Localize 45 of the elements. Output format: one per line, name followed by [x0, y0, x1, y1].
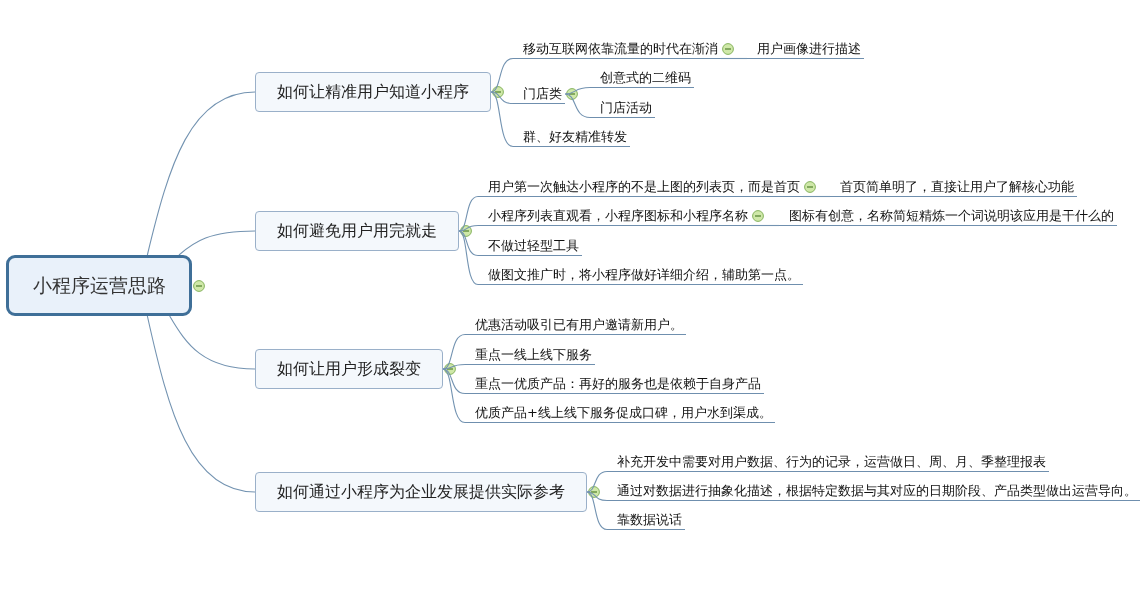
- main-topic: 如何让精准用户知道小程序: [255, 72, 491, 112]
- subtopic: 优惠活动吸引已有用户邀请新用户。: [465, 315, 686, 335]
- branch-line: [442, 368, 466, 424]
- subtopic: 重点一优质产品：再好的服务也是依赖于自身产品: [465, 374, 764, 394]
- branch-line: [458, 195, 479, 232]
- subtopic: 重点一线上线下服务: [465, 345, 595, 365]
- subtopic: 小程序列表直观看，小程序图标和小程序名称: [478, 206, 751, 226]
- branch-line: [586, 491, 608, 502]
- subtopic: 补充开发中需要对用户数据、行为的记录，运营做日、周、月、季整理报表: [607, 452, 1049, 472]
- subtopic: 优质产品+线上线下服务促成口碑，用户水到渠成。: [465, 403, 775, 423]
- main-topic: 如何避免用户用完就走: [255, 211, 459, 251]
- branch-line: [458, 230, 479, 257]
- subtopic: 通过对数据进行抽象化描述，根据特定数据与其对应的日期阶段、产品类型做出运营导向。: [607, 481, 1140, 501]
- subtopic: 移动互联网依靠流量的时代在渐消: [513, 39, 721, 59]
- main-topic: 如何让用户形成裂变: [255, 349, 443, 389]
- subtopic: 用户画像进行描述: [747, 39, 864, 59]
- branch-line: [586, 470, 608, 493]
- subtopic: 门店活动: [590, 98, 655, 118]
- subtopic: 首页简单明了，直接让用户了解核心功能: [830, 177, 1077, 197]
- branch-line: [146, 91, 256, 256]
- branch-line: [802, 195, 831, 198]
- subtopic: 靠数据说话: [607, 510, 685, 530]
- branch-line: [169, 315, 256, 370]
- branch-line: [750, 224, 780, 227]
- branch-line: [564, 93, 591, 119]
- subtopic: 用户第一次触达小程序的不是上图的列表页，而是首页: [478, 177, 803, 197]
- branch-line: [442, 333, 466, 370]
- branch-line: [490, 91, 514, 148]
- subtopic: 图标有创意，名称简短精炼一个词说明该应用是干什么的: [779, 206, 1117, 226]
- branch-line: [564, 86, 591, 95]
- subtopic: 门店类: [513, 84, 565, 104]
- subtopic: 不做过轻型工具: [478, 236, 582, 256]
- branch-line: [490, 57, 514, 93]
- branch-line: [178, 230, 256, 256]
- branch-line: [146, 315, 256, 493]
- branch-line: [442, 363, 466, 370]
- central-topic: 小程序运营思路: [6, 255, 192, 316]
- subtopic: 群、好友精准转发: [513, 127, 630, 147]
- branch-line: [458, 224, 479, 232]
- branch-line: [586, 491, 608, 531]
- branch-line: [458, 230, 479, 286]
- subtopic: 做图文推广时，将小程序做好详细介绍，辅助第一点。: [478, 265, 803, 285]
- main-topic: 如何通过小程序为企业发展提供实际参考: [255, 472, 587, 512]
- branch-line: [720, 57, 748, 60]
- subtopic: 创意式的二维码: [590, 68, 694, 88]
